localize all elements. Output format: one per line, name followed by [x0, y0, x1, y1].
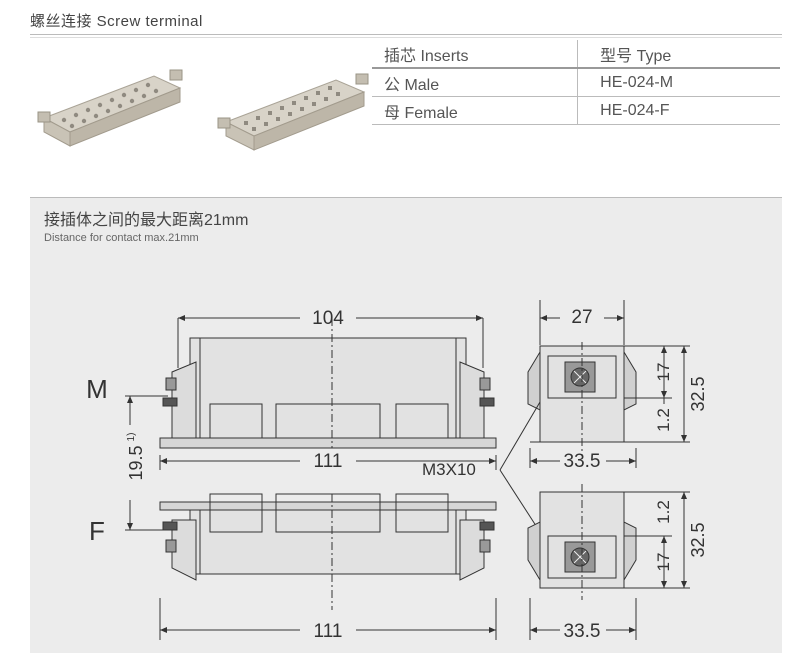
- table-cell-type-header: 型号 Type: [577, 40, 780, 69]
- dim-label-17-bottom: 17: [654, 553, 673, 572]
- table-header-row: 插芯 Inserts 型号 Type: [372, 40, 780, 69]
- table-cell-insert-header: 插芯 Inserts: [372, 40, 578, 69]
- female-front-view: [159, 493, 497, 640]
- male-side-view: [527, 300, 690, 468]
- section-divider: [30, 197, 782, 198]
- dim-label-32-5-top: 32.5: [688, 376, 708, 411]
- dim-label-111-top: 111: [314, 451, 343, 472]
- table-row: 母 Female HE-024-F: [372, 96, 780, 125]
- male-front-view: [159, 315, 497, 470]
- female-side-view: [527, 484, 690, 640]
- dim-label-1-2-top: 1.2: [654, 408, 673, 432]
- page-header-title: 螺丝连接 Screw terminal: [30, 13, 203, 30]
- dim-label-33-5-bottom: 33.5: [564, 621, 601, 642]
- table-cell-insert: 公 Male: [372, 68, 578, 97]
- header-divider: [30, 34, 782, 35]
- dim-label-33-5-top: 33.5: [564, 451, 601, 472]
- male-insert-photo: [37, 69, 183, 147]
- product-photos: [37, 69, 369, 151]
- dimension-19-5: [125, 395, 168, 531]
- model-table: 插芯 Inserts 型号 Type 公 Male HE-024-M 母 Fem…: [372, 40, 780, 125]
- table-row: 公 Male HE-024-M: [372, 68, 780, 97]
- drawing-subtitle-en: Distance for contact max.21mm: [44, 232, 199, 244]
- dim-label-19-5: 19.5: [126, 445, 146, 480]
- drawing-subtitle-cn: 接插体之间的最大距离21mm: [44, 212, 249, 229]
- dim-label-111-bottom: 111: [314, 621, 343, 642]
- dim-label-1-2-bottom: 1.2: [654, 500, 673, 524]
- dim-label-27: 27: [571, 307, 592, 328]
- table-cell-type: HE-024-F: [577, 96, 780, 125]
- female-insert-photo: [217, 73, 369, 151]
- label-m3x10: M3X10: [422, 460, 476, 479]
- dim-label-104: 104: [312, 308, 344, 329]
- m3x10-leaders: [499, 401, 541, 533]
- label-male: M: [86, 374, 108, 404]
- table-cell-type: HE-024-M: [577, 68, 780, 97]
- table-cell-insert: 母 Female: [372, 96, 578, 125]
- dim-label-32-5-bottom: 32.5: [688, 522, 708, 557]
- dim-label-19-5-note: 1): [126, 433, 137, 442]
- dim-label-17-top: 17: [654, 363, 673, 382]
- label-female: F: [89, 516, 105, 546]
- header-divider-secondary: [30, 37, 782, 38]
